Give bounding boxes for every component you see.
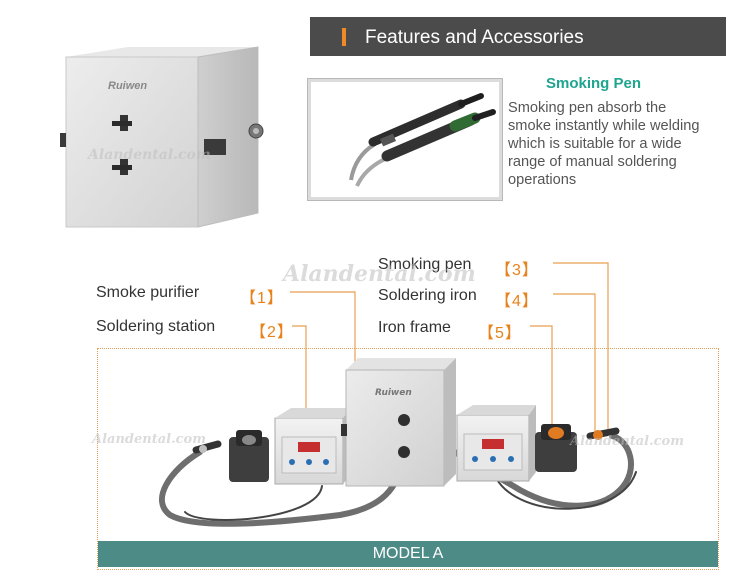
hero-brand-logo: Ruiwen — [108, 80, 148, 92]
smoke-purifier-image — [50, 35, 280, 235]
header-accent-mark — [342, 28, 346, 46]
callout-number-4: 【4】 — [495, 293, 539, 310]
feature-line: which is suitable for a wide — [508, 136, 682, 152]
svg-text:Ruiwen: Ruiwen — [375, 388, 412, 398]
callout-label-smoking-pen: Smoking pen — [378, 256, 472, 273]
callout-label-soldering-station: Soldering station — [96, 318, 216, 335]
callout-label-soldering-iron: Soldering iron — [378, 287, 477, 304]
smoking-pen-image — [311, 82, 499, 197]
section-title: Features and Accessories — [365, 27, 584, 48]
callout-number-5: 【5】 — [478, 325, 522, 342]
setup-frame — [97, 348, 719, 570]
watermark-right: Alandental.com — [570, 434, 684, 449]
feature-description: Smoking pen absorb the smoke instantly w… — [508, 99, 744, 189]
callout-number-2: 【2】 — [250, 324, 294, 341]
feature-line: operations — [508, 172, 577, 188]
watermark-middle: Alandental.com — [283, 261, 476, 287]
watermark-top: Alandental.com — [88, 147, 211, 163]
callout-label-iron-frame: Iron frame — [378, 319, 451, 336]
callout-label-smoke-purifier: Smoke purifier — [96, 284, 200, 301]
section-header-bar — [310, 17, 726, 56]
feature-title: Smoking Pen — [546, 75, 642, 92]
feature-line: smoke instantly while welding — [508, 118, 700, 134]
feature-line: Smoking pen absorb the — [508, 100, 667, 116]
model-label-bar: MODEL A — [98, 541, 718, 567]
callout-number-1: 【1】 — [240, 290, 284, 307]
feature-line: range of manual soldering — [508, 154, 677, 170]
callout-number-3: 【3】 — [495, 262, 539, 279]
watermark-left: Alandental.com — [92, 432, 206, 447]
